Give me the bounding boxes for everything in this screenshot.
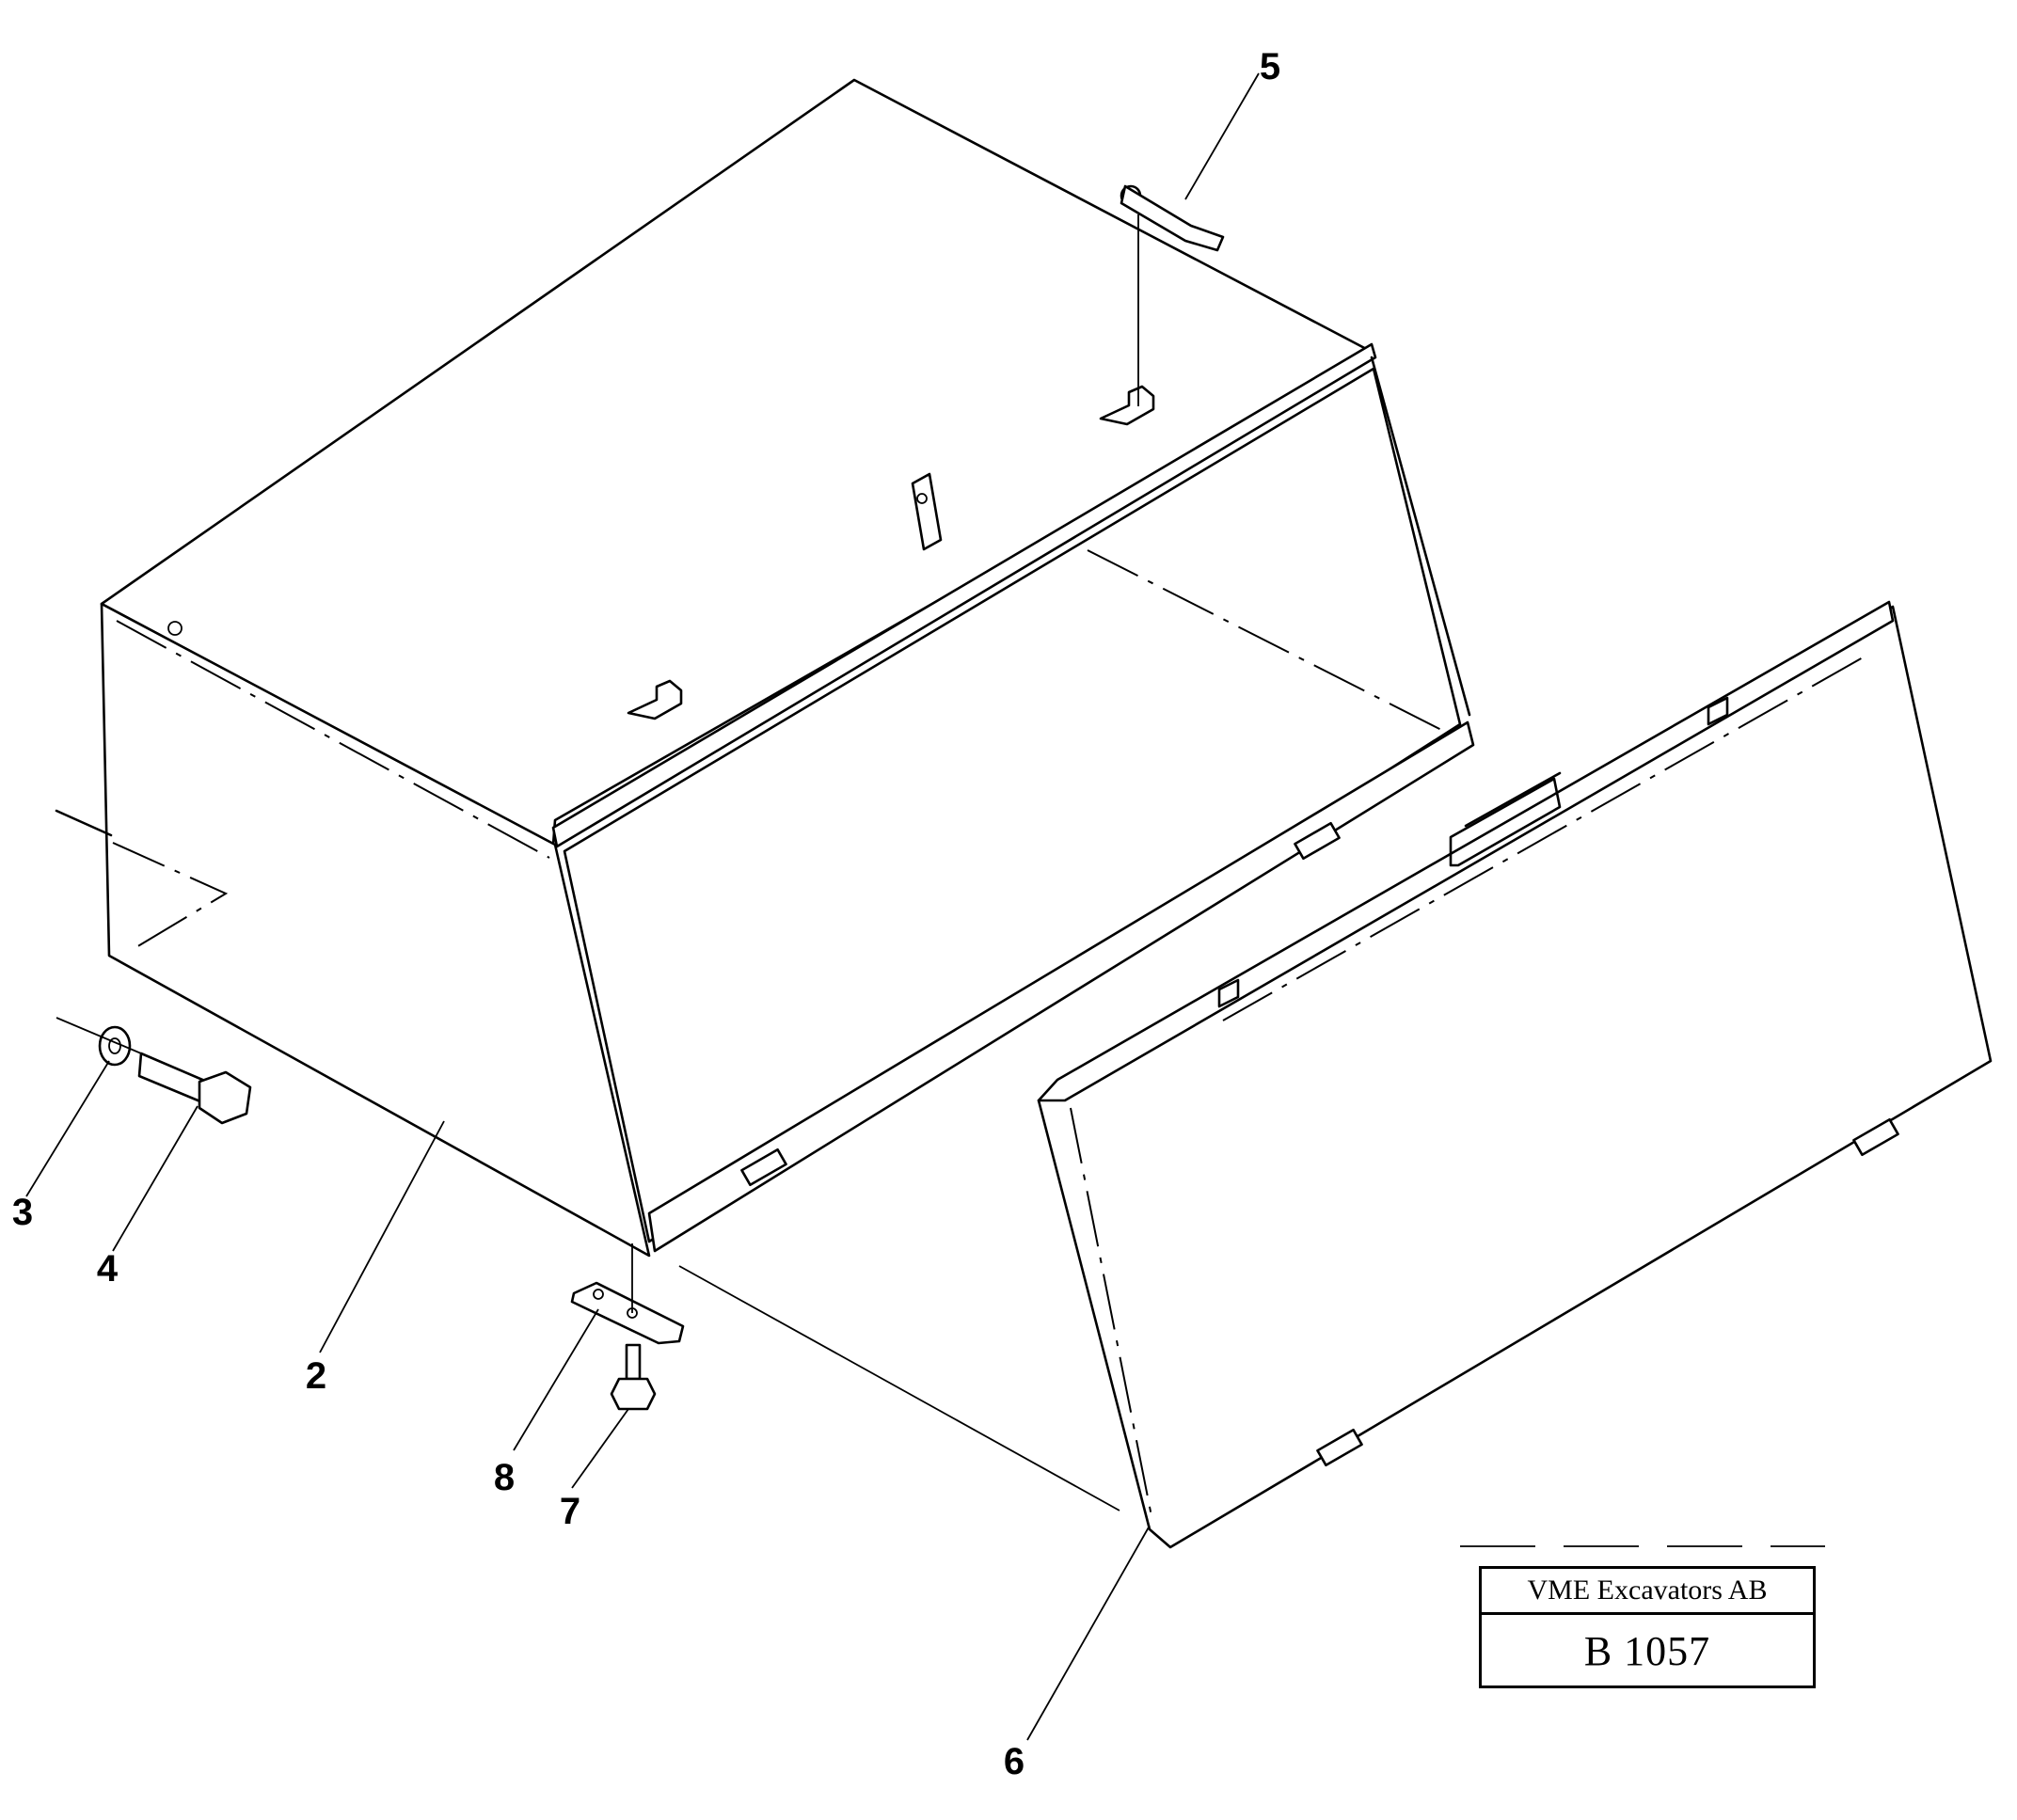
callout-7: 7	[560, 1491, 580, 1532]
callout-labels: 2 3 4 5 6 7 8	[12, 46, 1280, 1782]
callout-4: 4	[97, 1248, 119, 1290]
callout-6: 6	[1004, 1741, 1024, 1782]
latch-part	[1120, 184, 1225, 406]
drawing-number: B 1057	[1583, 1628, 1711, 1674]
callout-2: 2	[306, 1355, 326, 1397]
toolbox-lid	[1037, 600, 1993, 1549]
callout-5: 5	[1260, 46, 1280, 87]
callout-8: 8	[494, 1457, 515, 1498]
washer-part	[98, 1025, 132, 1067]
leader-lines	[25, 72, 1260, 1741]
title-block: VME Excavators AB B 1057	[1479, 1566, 1816, 1688]
screw-part	[610, 1343, 657, 1411]
company-name: VME Excavators AB	[1482, 1569, 1813, 1615]
callout-3: 3	[12, 1192, 33, 1233]
bolt-part	[56, 1017, 252, 1125]
toolbox-body	[55, 78, 1475, 1258]
plate-part	[570, 1243, 685, 1345]
